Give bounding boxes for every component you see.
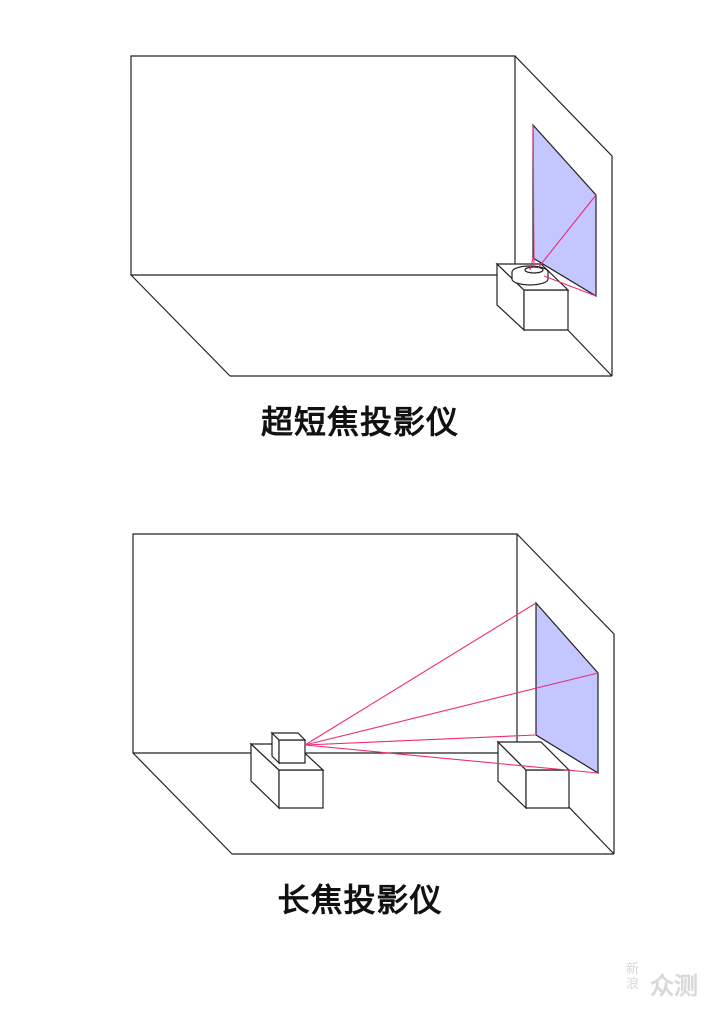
light-rays xyxy=(304,602,599,774)
ust-caption: 超短焦投影仪 xyxy=(260,403,459,441)
watermark-small-text: 新 浪 xyxy=(626,962,640,992)
long-throw-caption: 长焦投影仪 xyxy=(277,881,443,919)
light-rays xyxy=(529,124,597,297)
watermark: 新 浪 众测 xyxy=(626,962,716,1002)
long-throw-projector xyxy=(270,731,307,765)
watermark-text: 众测 xyxy=(650,972,698,1000)
ust-projector xyxy=(511,265,549,286)
right-cabinet xyxy=(496,740,571,810)
